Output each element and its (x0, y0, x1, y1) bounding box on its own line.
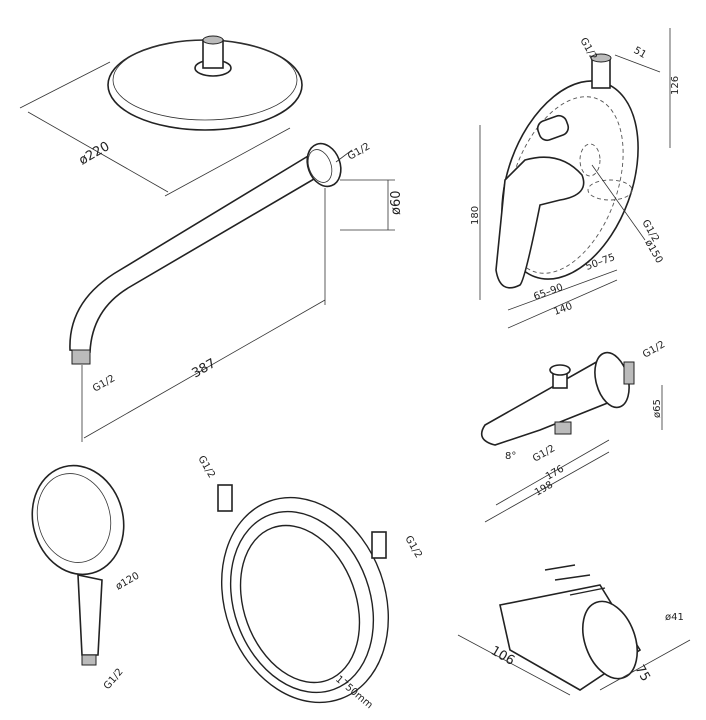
mixer-height-top: 126 (670, 76, 681, 95)
hand-shower-diameter: ø120 (114, 570, 141, 592)
arm-thread-outlet: G1/2 (91, 373, 117, 394)
spout-thread-bottom: G1/2 (531, 443, 557, 464)
spout-angle: 8° (505, 451, 516, 462)
hose-thread-left: G1/2 (195, 454, 216, 480)
mixer-plate-diameter: ø150 (642, 238, 664, 265)
shower-arm: ø60 G1/2 387 G1/2 (69, 141, 404, 442)
holder-diameter: ø41 (665, 612, 684, 623)
arm-length: 387 (190, 356, 219, 381)
arm-flange-diameter: ø60 (389, 191, 404, 216)
bath-spout: G1/2 ø65 8° G1/2 176 198 (480, 339, 667, 523)
mixer-height: 180 (470, 206, 481, 225)
wall-holder: 106 75 ø41 (457, 564, 691, 696)
hose-thread-right: G1/2 (402, 534, 423, 560)
spout-thread-wall: G1/2 (641, 339, 667, 360)
shower-head-diameter: ø220 (77, 139, 113, 168)
mixer: G1/2 51 126 180 65–90 140 50–75 G1/2 ø15… (470, 28, 681, 329)
spout-length-total: 198 (533, 480, 555, 499)
mixer-thread-top: G1/2 (577, 36, 598, 62)
shower-head: ø220 (19, 35, 303, 197)
holder-width: 75 (632, 663, 653, 685)
spout-flange-diameter: ø65 (652, 399, 663, 418)
hand-shower-thread: G1/2 (102, 667, 126, 692)
arm-thread-wall: G1/2 (346, 141, 372, 162)
hand-shower: ø120 G1/2 (31, 464, 141, 692)
mixer-range-left: 65–90 (532, 282, 564, 303)
shower-hose: G1/2 G1/2 1750mm (195, 454, 423, 711)
mixer-depth-top: 51 (632, 45, 649, 61)
mixer-width: 140 (552, 301, 574, 318)
